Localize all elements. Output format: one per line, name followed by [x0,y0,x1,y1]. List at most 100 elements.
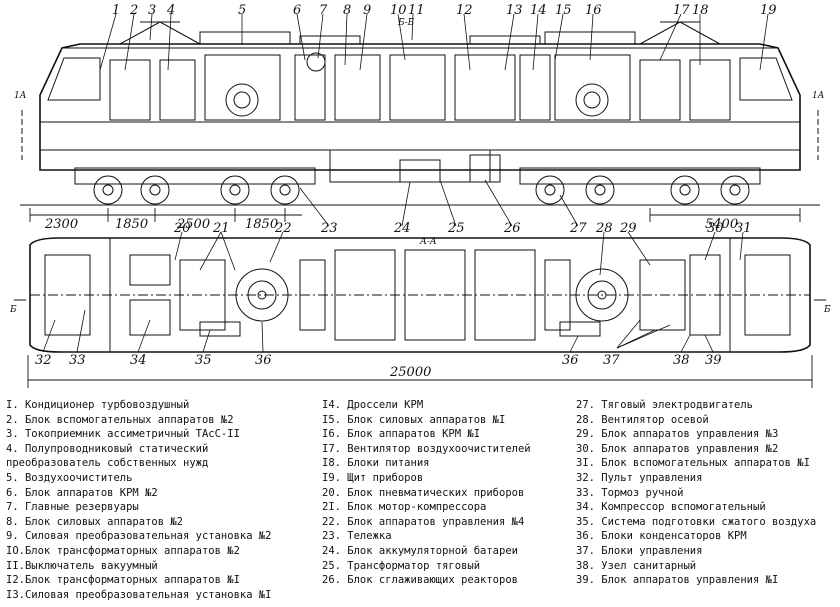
section-label-1a-left: 1A [14,91,27,101]
callout-23: 23 [320,221,338,236]
callout-22: 22 [274,221,292,236]
callout-30: 30 [707,221,724,236]
callout-25: 25 [447,221,465,236]
callout-2: 2 [129,3,138,18]
callout-38: 38 [673,353,690,368]
callout-9: 9 [363,3,371,18]
legend-item: I3.Силовая преобразовательная установка … [6,588,272,601]
legend-item: II.Выключатель вакуумный [6,559,158,572]
callout-15: 15 [555,3,572,18]
callout-8: 8 [343,3,351,18]
callout-14: 14 [530,3,547,18]
legend-item: 9. Силовая преобразовательная установка … [6,530,272,543]
legend-item: 35. Система подготовки сжатого воздуха [576,515,817,528]
callout-3: 3 [148,3,156,18]
callout-4: 4 [166,3,175,18]
callout-16: 16 [585,3,602,18]
legend-item: 24. Блок аккумуляторной батареи [322,544,518,557]
legend-item: 28. Вентилятор осевой [576,413,709,426]
legend-item: 2. Блок вспомогательных аппаратов №2 [6,413,234,426]
callout-26: 26 [503,221,521,236]
callout-36a: 36 [255,353,272,368]
callout-12: 12 [456,3,473,18]
section-label-bb-top: Б-Б [397,18,415,28]
callout-39: 39 [705,353,722,368]
callout-13: 13 [506,3,523,18]
legend-item: 27. Тяговый электродвигатель [576,399,754,411]
legend-item: 32. Пульт управления [576,471,703,484]
side-dimensions [29,208,801,222]
section-label-1a-right: 1A [812,91,825,101]
legend-item: 37. Блоки управления [576,544,703,557]
legend-item: 26. Блок сглаживающих реакторов [322,574,518,587]
callout-17: 17 [673,3,690,18]
legend-item: 22. Блок аппаратов управления №4 [322,515,525,528]
callout-36b: 36 [562,353,579,368]
legend-item: 29. Блок аппаратов управления №3 [576,428,779,441]
legend-item: 33. Тормоз ручной [576,486,684,499]
legend-item: 38. Узел санитарный [576,559,697,572]
callout-10: 10 [390,3,407,18]
legend-item: I. Кондиционер турбовоздушный [6,399,190,411]
legend-item: 2I. Блок мотор-компрессора [322,501,487,514]
callout-29: 29 [619,221,637,236]
legend-item: I4. Дроссели КРМ [322,399,424,411]
callout-1: 1 [112,3,120,18]
legend-column-2: I4. Дроссели КРМ I5. Блок силовых аппара… [322,398,577,588]
callout-11: 11 [408,3,425,18]
legend-item: I9. Щит приборов [322,471,424,484]
dim-5400: 5400 [705,217,738,232]
callout-6: 6 [293,3,301,18]
callout-35: 35 [195,353,212,368]
legend-item: 3I. Блок вспомогательных аппаратов №I [576,457,810,470]
dim-2500: 2500 [176,217,210,232]
callout-24: 24 [393,221,411,236]
section-label-aa-plan: А-А [419,237,437,247]
dimension-values: 2300 1850 2500 1850 5400 25000 [44,217,738,380]
legend-item: 8. Блок силовых аппаратов №2 [6,515,184,528]
legend-item: 36. Блоки конденсаторов КРМ [576,530,747,543]
callout-19: 19 [760,3,777,18]
legend-item: 6. Блок аппаратов КРМ №2 [6,486,158,499]
legend-item: 30. Блок аппаратов управления №2 [576,442,779,455]
section-label-b-right: Б [823,305,831,315]
leader-lines [42,13,769,353]
legend-item: 25. Трансформатор тяговый [322,559,481,572]
dim-1850-b: 1850 [245,217,278,232]
legend-item: I7. Вентилятор воздухоочистителей [322,442,531,455]
legend-item: 7. Главные резервуары [6,501,139,514]
callout-37: 37 [603,353,620,368]
section-label-b-left: Б [9,305,17,315]
locomotive-drawing: 1 2 3 4 5 6 7 8 9 10 11 12 13 14 15 16 1… [9,3,831,388]
legend-column-3: 27. Тяговый электродвигатель 28. Вентиля… [576,398,838,588]
legend-item: IO.Блок трансформаторных аппаратов №2 [6,544,240,557]
callout-34: 34 [130,353,147,368]
callout-5: 5 [238,3,246,18]
callout-31: 31 [735,221,752,236]
callout-numbers-top: 1 2 3 4 5 6 7 8 9 10 11 12 13 14 15 16 1… [112,3,777,18]
legend-column-1: I. Кондиционер турбовоздушный 2. Блок вс… [6,398,311,602]
legend-item: 20. Блок пневматических приборов [322,486,525,499]
legend-item: 39. Блок аппаратов управления №I [576,574,779,587]
legend-item: 34. Компрессор вспомогательный [576,501,766,514]
legend-item: I8. Блоки питания [322,457,430,470]
dim-25000: 25000 [389,365,431,380]
legend-item: преобразователь собственных нужд [6,457,209,470]
callout-21: 21 [212,221,230,236]
callout-7: 7 [319,3,328,18]
legend-item: 4. Полупроводниковый статический [6,442,209,455]
callout-33: 33 [69,353,86,368]
legend-item: 5. Воздухоочиститель [6,471,133,484]
legend-item: I2.Блок трансформаторных аппаратов №I [6,574,240,587]
dim-1850-a: 1850 [115,217,148,232]
callout-20: 20 [173,221,191,236]
overall-dimension [27,355,813,388]
legend-item: 23. Тележка [322,530,392,543]
plan-view [14,237,826,353]
callout-numbers-bottom: 20 21 22 23 24 25 26 27 28 29 30 31 32 3… [35,221,752,368]
legend-item: 3. Токоприемник ассиметричный ТАсС-II [6,428,240,441]
callout-27: 27 [569,221,587,236]
callout-18: 18 [692,3,709,18]
callout-28: 28 [595,221,613,236]
callout-32: 32 [35,353,52,368]
